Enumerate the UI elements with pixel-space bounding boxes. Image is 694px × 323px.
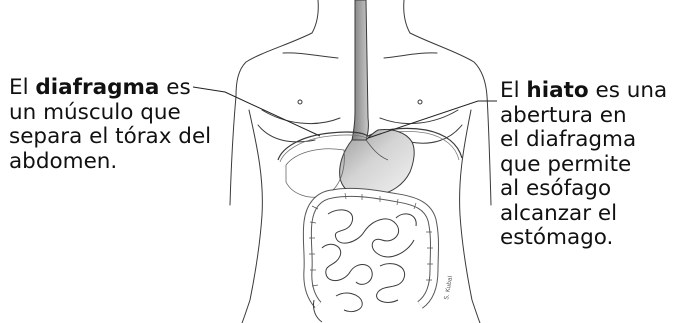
nipple-left — [298, 100, 302, 104]
nipple-right — [418, 100, 422, 104]
large-intestine — [307, 192, 434, 305]
neck-outline-left — [312, 0, 318, 33]
torso-left-side — [242, 110, 262, 323]
hiatus-callout-line-6: alcanzar el — [500, 202, 667, 227]
callout-prefix: El — [9, 75, 35, 100]
diaphragm-callout-line-1: El diafragma es — [9, 76, 211, 101]
hiatus-callout-line-4: que permite — [500, 153, 667, 178]
pectoral-left — [262, 110, 340, 124]
hiatus-callout-line-1: El hiato es una — [500, 79, 667, 104]
stomach — [340, 130, 415, 197]
neck-outline-right — [404, 0, 410, 33]
rib-line-right — [410, 125, 462, 143]
callout-text: es una — [595, 78, 667, 103]
clavicle-right — [384, 53, 437, 58]
hiatus-callout-line-7: estómago. — [500, 226, 667, 251]
hiatus-callout: El hiato es una abertura en el diafragma… — [500, 79, 667, 251]
diaphragm-callout-line-4: abdomen. — [9, 150, 211, 175]
artist-signature: S. Kubal — [443, 275, 454, 300]
leader-line-diaphragm — [193, 87, 320, 136]
term-hiato: hiato — [526, 78, 588, 103]
arm-left-outline — [230, 96, 236, 205]
small-intestine — [322, 210, 416, 312]
hiatus-callout-line-3: el diafragma — [500, 128, 667, 153]
diaphragm-callout: El diafragma es un músculo que separa el… — [9, 76, 211, 174]
torso-right-side — [460, 110, 480, 323]
hiatus-callout-line-2: abertura en — [500, 104, 667, 129]
callout-text: es — [166, 75, 190, 100]
shoulder-left-outline — [236, 33, 312, 96]
callout-prefix: El — [500, 78, 526, 103]
term-diafragma: diafragma — [35, 75, 159, 100]
clavicle-left — [283, 53, 338, 58]
rib-line-left — [258, 125, 315, 142]
diaphragm-callout-line-3: separa el tórax del — [9, 125, 211, 150]
esophagus — [352, 0, 368, 140]
shoulder-right-outline — [410, 33, 487, 96]
hiatus-callout-line-5: al esófago — [500, 177, 667, 202]
arm-right-outline — [487, 96, 491, 205]
diaphragm-callout-line-2: un músculo que — [9, 101, 211, 126]
